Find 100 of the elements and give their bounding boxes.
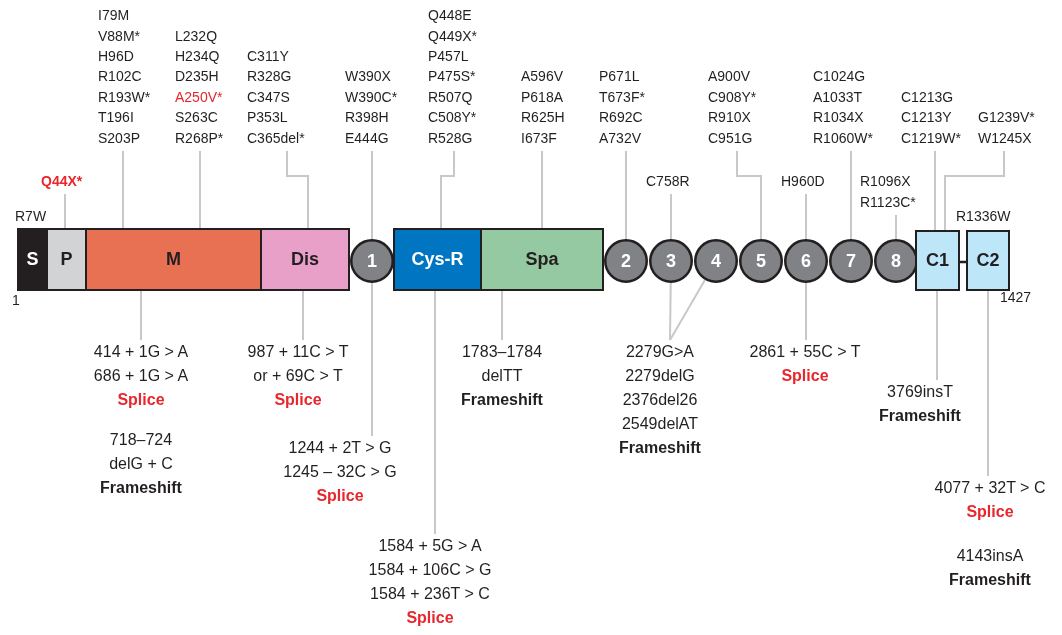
mutation-label: Q449X* bbox=[428, 26, 478, 46]
mutation-label: 2861 + 55C > T bbox=[749, 342, 861, 362]
mutation-label: R1060W* bbox=[813, 128, 873, 148]
mutation-label: R102C bbox=[98, 67, 143, 87]
mutation-label: C311Y bbox=[247, 46, 290, 66]
leader-line bbox=[122, 150, 124, 229]
domain-box bbox=[393, 228, 482, 291]
domain-box bbox=[966, 230, 1010, 291]
mutation-label: R193W* bbox=[98, 87, 151, 107]
domain-label: Spa bbox=[525, 249, 559, 270]
leader-line bbox=[934, 150, 936, 231]
mutation-label: R625H bbox=[521, 108, 565, 128]
leader-line bbox=[302, 290, 304, 341]
mutation-label: P618A bbox=[521, 87, 565, 107]
mutation-label: 1584 + 5G > A bbox=[378, 536, 482, 556]
frameshift-type-label: Frameshift bbox=[100, 478, 182, 498]
leader-line bbox=[944, 150, 1005, 231]
leader-line bbox=[541, 150, 543, 229]
leader-line bbox=[805, 193, 807, 240]
frameshift-type-label: Frameshift bbox=[879, 406, 961, 426]
domain-number: 1 bbox=[367, 250, 377, 272]
mutation-label: C365del* bbox=[247, 128, 305, 148]
mutation-label: C1219W* bbox=[901, 128, 961, 148]
splice-type-label: Splice bbox=[117, 390, 165, 410]
mutation-label: 1584 + 106C > G bbox=[368, 560, 492, 580]
domain-label: M bbox=[166, 249, 181, 270]
leader-line bbox=[736, 150, 762, 240]
domain-number: 4 bbox=[711, 250, 721, 272]
domain-label: C2 bbox=[976, 250, 1000, 271]
mutation-label: C758R bbox=[646, 171, 690, 191]
mutation-label: R910X bbox=[708, 108, 752, 128]
mutation-label: D235H bbox=[175, 67, 220, 87]
splice-type-label: Splice bbox=[781, 366, 829, 386]
mutation-label: W390X bbox=[345, 67, 392, 87]
mutation-label: C1213G bbox=[901, 87, 955, 107]
mutation-label: W390C* bbox=[345, 87, 398, 107]
splice-type-label: Splice bbox=[316, 486, 364, 506]
mutation-label: 2549delAT bbox=[621, 414, 699, 434]
mutation-label: P457L bbox=[428, 46, 470, 66]
leader-line bbox=[286, 150, 309, 229]
domain-number: 5 bbox=[756, 250, 766, 272]
mutation-label: T673F* bbox=[599, 87, 645, 107]
leader-line bbox=[199, 150, 201, 229]
leader-line bbox=[64, 193, 66, 229]
mutation-label: R1123C* bbox=[860, 192, 916, 212]
leader-line bbox=[669, 279, 706, 341]
mutation-label: C1024G bbox=[813, 67, 867, 87]
mutation-label: 2279G>A bbox=[625, 342, 695, 362]
mutation-label: R1336W bbox=[956, 208, 1011, 224]
mutation-label: A1033T bbox=[813, 87, 864, 107]
domain-box bbox=[480, 228, 604, 291]
mutation-label: 4077 + 32T > C bbox=[934, 478, 1046, 498]
leader-line bbox=[501, 290, 503, 341]
domain-number: 2 bbox=[621, 250, 631, 272]
mutation-label: 1245 – 32C > G bbox=[283, 462, 397, 482]
position-number: 1427 bbox=[1000, 289, 1032, 305]
domain-number: 6 bbox=[801, 250, 811, 272]
mutation-label: P671L bbox=[599, 67, 641, 87]
mutation-label: Q448E bbox=[428, 6, 473, 26]
mutation-label: Q44X* bbox=[41, 171, 83, 191]
mutation-label: 1584 + 236T > C bbox=[370, 584, 490, 604]
mutation-label: E444G bbox=[345, 128, 390, 148]
mutation-label: P475S* bbox=[428, 67, 477, 87]
leader-line bbox=[670, 193, 672, 240]
mutation-label: R7W bbox=[15, 208, 47, 224]
domain-label: C1 bbox=[926, 250, 949, 271]
mutation-label: A732V bbox=[599, 128, 643, 148]
mutation-label: A596V bbox=[521, 67, 565, 87]
leader-line bbox=[440, 150, 455, 229]
leader-line bbox=[895, 214, 897, 240]
mutation-label: P353L bbox=[247, 108, 289, 128]
mutation-label: 414 + 1G > A bbox=[93, 342, 189, 362]
frameshift-type-label: Frameshift bbox=[619, 438, 701, 458]
mutation-label: T196I bbox=[98, 108, 135, 128]
domain-box bbox=[17, 228, 48, 291]
frameshift-type-label: Frameshift bbox=[461, 390, 543, 410]
mutation-label: R507Q bbox=[428, 87, 474, 107]
mutation-label: H96D bbox=[98, 46, 135, 66]
leader-line bbox=[669, 282, 672, 341]
mutation-label: H960D bbox=[781, 171, 825, 191]
domain-label: S bbox=[26, 249, 39, 270]
mutation-label: 1244 + 2T > G bbox=[288, 438, 392, 458]
domain-number: 3 bbox=[666, 250, 676, 272]
mutation-label: C908Y* bbox=[708, 87, 757, 107]
splice-type-label: Splice bbox=[966, 502, 1014, 522]
domain-box bbox=[260, 228, 350, 291]
mutation-label: C951G bbox=[708, 128, 754, 148]
mutation-label: I79M bbox=[98, 6, 131, 26]
frameshift-type-label: Frameshift bbox=[949, 570, 1031, 590]
mutation-label: I673F bbox=[521, 128, 558, 148]
domain-box bbox=[46, 228, 87, 291]
mutation-label: 3769insT bbox=[887, 382, 953, 402]
mutation-label: R268P* bbox=[175, 128, 224, 148]
mutation-label: C508Y* bbox=[428, 108, 478, 128]
mutation-label: H234Q bbox=[175, 46, 221, 66]
domain-label: Cys-R bbox=[411, 249, 464, 270]
splice-type-label: Splice bbox=[274, 390, 322, 410]
mutation-label: L232Q bbox=[175, 26, 219, 46]
leader-line bbox=[850, 150, 852, 240]
domain-box bbox=[85, 228, 262, 291]
